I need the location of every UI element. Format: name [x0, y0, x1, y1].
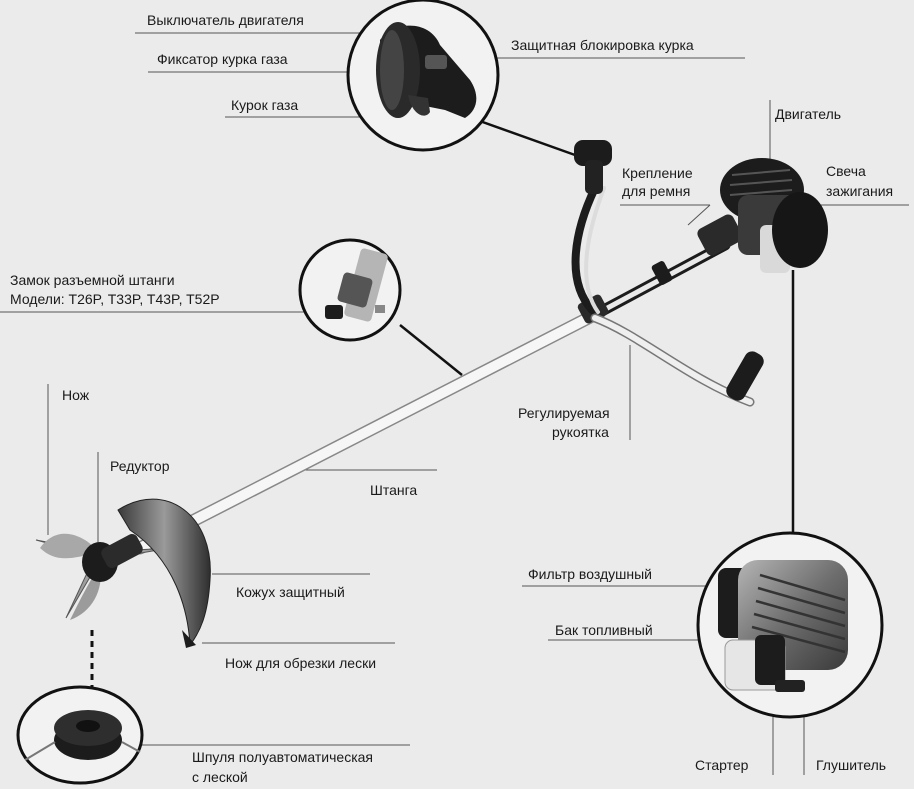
label-throttle-lock: Фиксатор курка газа [157, 51, 288, 67]
leader-lines [0, 32, 909, 775]
label-air-filter: Фильтр воздушный [528, 566, 652, 582]
label-strap-mount-1: Крепление [622, 165, 693, 181]
right-grip [726, 351, 764, 401]
label-line-cutter: Нож для обрезки лески [225, 655, 377, 671]
label-starter: Стартер [695, 757, 749, 773]
label-shaft-lock-2: Модели: T26P, T33P, T43P, T52P [10, 291, 220, 307]
label-gearbox: Редуктор [110, 458, 170, 474]
shaft [133, 239, 731, 555]
label-muffler: Глушитель [816, 757, 887, 773]
engine-detail-circle [696, 531, 884, 719]
cutting-head [35, 498, 211, 648]
throttle-grip [574, 140, 612, 194]
label-shaft-lock-1: Замок разъемной штанги [10, 272, 175, 288]
label-engine-switch: Выключатель двигателя [147, 12, 304, 28]
strap-mount [651, 261, 673, 285]
trigger-detail-circle [346, 0, 500, 152]
label-spark-plug-1: Свеча [826, 163, 866, 179]
label-blade: Нож [62, 387, 90, 403]
label-trigger-safety: Защитная блокировка курка [511, 37, 694, 53]
label-guard: Кожух защитный [236, 584, 345, 600]
shaft-lock-detail-circle [298, 238, 402, 342]
trigger-connector [476, 118, 576, 157]
spool-detail-circle [16, 685, 144, 785]
label-spool-1: Шпуля полуавтоматическая [192, 749, 373, 765]
label-throttle-trigger: Курок газа [231, 97, 299, 113]
label-adjustable-handle-1: Регулируемая [518, 405, 610, 421]
shaft-lock-connector [399, 324, 463, 376]
engine-top [697, 158, 828, 273]
label-strap-mount-2: для ремня [622, 183, 691, 199]
label-fuel-tank: Бак топливный [555, 622, 653, 638]
label-engine: Двигатель [775, 106, 842, 122]
label-spool-2: с леской [192, 769, 248, 785]
label-shaft: Штанга [370, 482, 418, 498]
label-spark-plug-2: зажигания [826, 183, 894, 199]
label-adjustable-handle-2: рукоятка [552, 424, 609, 440]
